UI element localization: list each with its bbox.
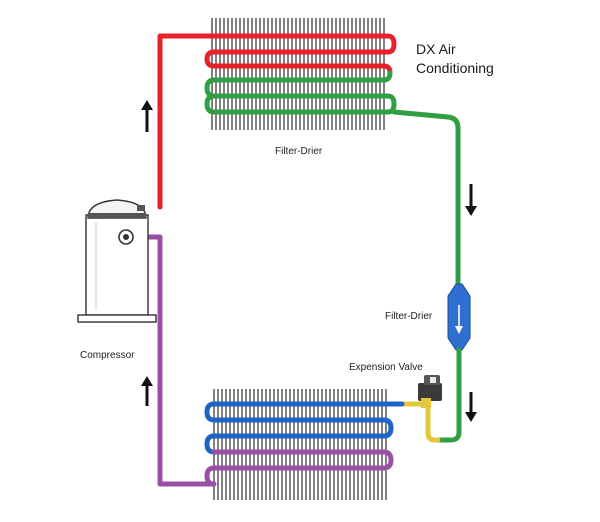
evaporator-coil <box>135 234 405 487</box>
top-coil-label: Filter-Drier <box>275 146 323 157</box>
condenser-tube-green <box>204 70 397 115</box>
diagram-title-line1: DX Air <box>416 41 456 57</box>
filter-drier <box>447 283 471 351</box>
expansion-valve-label: Expension Valve <box>349 362 423 373</box>
flow-arrows <box>141 100 477 422</box>
compressor-label: Compressor <box>80 350 135 361</box>
suction-up-arrow <box>141 376 153 406</box>
discharge-up-arrow <box>141 100 153 132</box>
diagram-title-line2: Conditioning <box>416 60 494 76</box>
filter-to-valve-line <box>435 347 462 443</box>
compressor-base <box>77 314 157 323</box>
expansion-valve <box>399 375 442 443</box>
evaporator-tube-purple <box>135 234 394 487</box>
compressor-body <box>85 214 149 316</box>
valve-body <box>418 383 442 401</box>
valve-down-arrow <box>465 392 477 422</box>
filter-drier-label: Filter-Drier <box>385 311 433 322</box>
liquid-down-arrow <box>465 184 477 216</box>
evaporator-tube-blue <box>204 401 405 455</box>
valve-yellow-line <box>399 401 441 443</box>
condenser-tube-red <box>157 33 397 210</box>
condenser-coil <box>157 33 461 293</box>
compressor <box>77 199 157 323</box>
liquid-line <box>211 109 461 293</box>
